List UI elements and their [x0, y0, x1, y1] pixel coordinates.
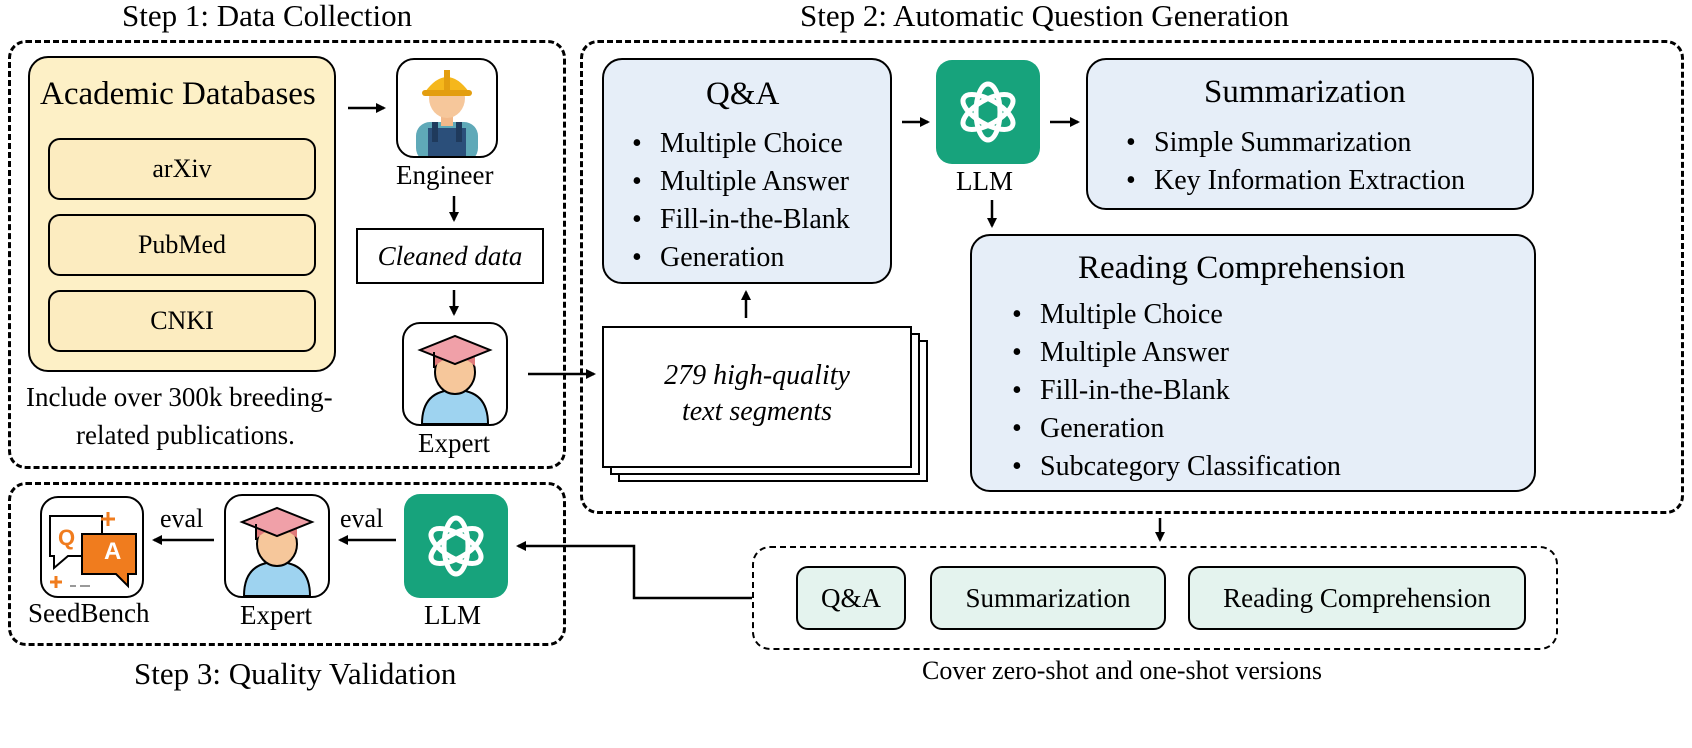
expert-icon [402, 322, 508, 426]
summarization-item: Key Information Extraction [1126, 162, 1465, 200]
qa-item: Generation [632, 239, 850, 277]
segments-line1: 279 high-quality [664, 360, 850, 391]
output-summarization-box: Summarization [930, 566, 1166, 630]
output-reading-box: Reading Comprehension [1188, 566, 1526, 630]
expert-label-step3: Expert [240, 600, 312, 630]
databases-caption-line2: related publications. [76, 420, 295, 450]
qa-item: Multiple Choice [632, 125, 850, 163]
cleaned-data-box: Cleaned data [356, 228, 544, 284]
databases-caption-line1: Include over 300k breeding- [26, 382, 333, 412]
qa-item: Multiple Answer [632, 163, 850, 201]
reading-item: Generation [1012, 410, 1341, 448]
arrow-outputs-to-llm [516, 541, 752, 600]
summarization-title: Summarization [1204, 74, 1406, 110]
summarization-list: Simple Summarization Key Information Ext… [1126, 124, 1465, 200]
seedbench-badge-q: Q [58, 525, 76, 550]
step3-container [8, 482, 566, 646]
eval-label-2: eval [340, 504, 384, 533]
llm-logo-icon [404, 494, 508, 598]
step3-title: Step 3: Quality Validation [134, 656, 457, 691]
database-pubmed: PubMed [48, 214, 316, 276]
step1-container [8, 40, 566, 469]
reading-item: Subcategory Classification [1012, 448, 1341, 486]
llm-logo-icon [936, 60, 1040, 164]
seedbench-badge-a: A [104, 538, 122, 565]
output-qa-box: Q&A [796, 566, 906, 630]
step2-container [580, 40, 1684, 514]
eval-label-1: eval [160, 504, 204, 533]
llm-label-step2: LLM [956, 166, 1013, 196]
summarization-item: Simple Summarization [1126, 124, 1465, 162]
llm-label-step3: LLM [424, 600, 481, 630]
qa-item: Fill-in-the-Blank [632, 201, 850, 239]
database-arxiv: arXiv [48, 138, 316, 200]
outputs-caption: Cover zero-shot and one-shot versions [922, 656, 1323, 685]
outputs-container [752, 546, 1558, 650]
seedbench-icon [40, 496, 144, 598]
engineer-label: Engineer [396, 160, 494, 190]
step2-title: Step 2: Automatic Question Generation [800, 0, 1290, 33]
expert-label-step1: Expert [418, 428, 490, 458]
reading-list: Multiple Choice Multiple Answer Fill-in-… [1012, 296, 1341, 486]
reading-comprehension-title: Reading Comprehension [1078, 250, 1406, 286]
qa-list: Multiple Choice Multiple Answer Fill-in-… [632, 125, 850, 277]
text-segments-page [602, 326, 912, 468]
engineer-icon [396, 58, 498, 158]
step1-title: Step 1: Data Collection [122, 0, 413, 33]
reading-item: Multiple Answer [1012, 334, 1341, 372]
seedbench-label: SeedBench [28, 598, 150, 628]
reading-item: Multiple Choice [1012, 296, 1341, 334]
segments-line2: text segments [681, 396, 833, 427]
qa-title: Q&A [706, 76, 780, 112]
academic-databases-title: Academic Databases [40, 76, 316, 112]
expert-icon [224, 494, 330, 598]
database-cnki: CNKI [48, 290, 316, 352]
reading-item: Fill-in-the-Blank [1012, 372, 1341, 410]
